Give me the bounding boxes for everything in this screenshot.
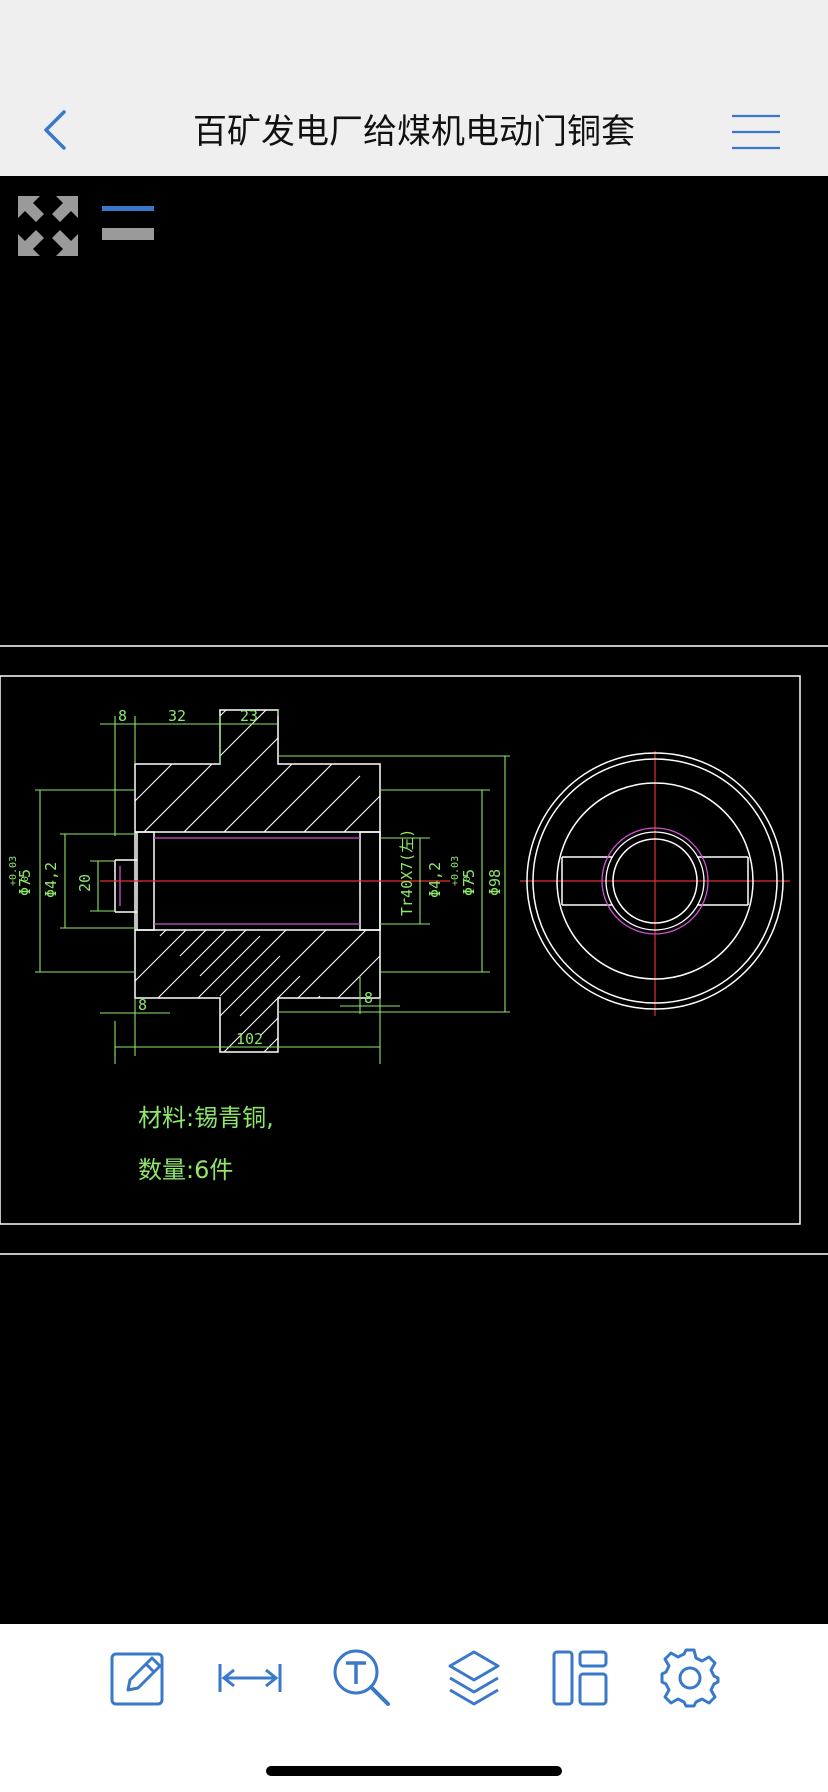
- dim-right-3-tol-lower: 0: [462, 876, 473, 882]
- measure-arrow-icon[interactable]: [218, 1646, 282, 1710]
- dim-left-1: Φ75: [16, 869, 34, 896]
- note-material: 材料:锡青铜,: [138, 1104, 274, 1132]
- hamburger-menu-icon[interactable]: [730, 112, 782, 152]
- page-title: 百矿发电厂给煤机电动门铜套: [193, 112, 635, 152]
- dim-top-2: 32: [168, 707, 186, 725]
- expand-arrows-icon[interactable]: [16, 194, 80, 258]
- dim-left-2: Φ4,2: [42, 862, 60, 898]
- dim-bottom-left: 8: [138, 996, 147, 1014]
- settings-gear-icon[interactable]: [658, 1646, 722, 1710]
- bottom-toolbar: [0, 1624, 828, 1792]
- header-bar: 百矿发电厂给煤机电动门铜套: [0, 0, 828, 176]
- drawing-frame: [0, 675, 801, 1225]
- dim-top-3: 23: [240, 707, 258, 725]
- dim-right-3-tol-upper: +0.03: [450, 856, 461, 886]
- dimension-lines: [35, 710, 510, 1064]
- layers-icon[interactable]: [442, 1646, 506, 1710]
- end-view: [526, 752, 784, 1010]
- layout-panels-icon[interactable]: [548, 1646, 612, 1710]
- dim-right-4: Φ98: [486, 869, 504, 896]
- text-search-icon[interactable]: [330, 1646, 394, 1710]
- cad-drawing[interactable]: 8 32 23 8 8 102 Φ75 +0.03 0 Φ4,2 20 Tr40…: [0, 176, 828, 1624]
- dim-left-3: 20: [76, 874, 94, 892]
- note-quantity: 数量:6件: [138, 1156, 233, 1184]
- dim-overall: 102: [236, 1030, 263, 1048]
- dim-right-2: Φ4,2: [426, 862, 444, 898]
- edit-pencil-icon[interactable]: [106, 1646, 170, 1710]
- cad-viewer-canvas[interactable]: 8 32 23 8 8 102 Φ75 +0.03 0 Φ4,2 20 Tr40…: [0, 176, 828, 1624]
- layer-toggle-icon[interactable]: [100, 200, 156, 240]
- home-indicator: [266, 1766, 562, 1776]
- dim-right-3: Φ75: [460, 869, 478, 896]
- dim-bottom-right: 8: [364, 989, 373, 1007]
- dim-right-thread: Tr40X7(左): [398, 829, 416, 916]
- chevron-left-icon[interactable]: [36, 106, 76, 154]
- dim-top-1: 8: [118, 707, 127, 725]
- dim-left-1-tol-lower: 0: [20, 876, 31, 882]
- dim-left-1-tol-upper: +0.03: [8, 856, 19, 886]
